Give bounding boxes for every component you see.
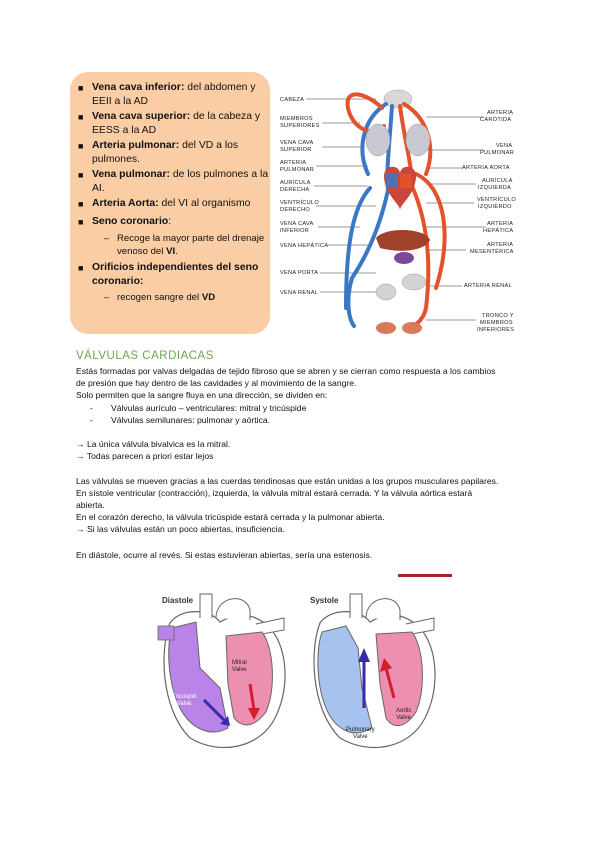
label-inferior: INFERIOR bbox=[280, 228, 310, 234]
label-derecha: DERECHA bbox=[280, 187, 310, 193]
summary-item: Arteria Aorta: del VI al organismo bbox=[92, 198, 251, 209]
label-auricula-izq: AURÍCULA bbox=[482, 178, 513, 184]
list-item: Válvulas semilunares: pulmonar y aórtica… bbox=[111, 415, 271, 425]
summary-subitem: Recoge la mayor parte del drenaje bbox=[117, 233, 265, 244]
summary-item: Seno coronario: bbox=[92, 216, 172, 227]
list-dash: - bbox=[90, 415, 93, 425]
paragraph-line: En sístole ventricular (contracción), iz… bbox=[76, 488, 473, 498]
label-vena-renal: VENA RENAL bbox=[280, 290, 319, 296]
bullet: ■ bbox=[78, 83, 84, 93]
bullet: ■ bbox=[78, 199, 84, 209]
label-hepatica: HEPÁTICA bbox=[483, 228, 514, 234]
summary-item-line: AI. bbox=[92, 183, 105, 194]
label-arteria-pulm: ARTERIA bbox=[280, 160, 307, 166]
summary-item: Arteria pulmonar: del VD a los bbox=[92, 140, 239, 151]
label-superior: SUPERIOR bbox=[280, 147, 312, 153]
paragraph-line: de presión que hay dentro de las cavidad… bbox=[76, 378, 357, 388]
bullet: ■ bbox=[78, 170, 84, 180]
arrow-note: → La única válvula bivalvica es la mitra… bbox=[76, 439, 231, 449]
bullet: ■ bbox=[78, 263, 84, 273]
label-tronco: TRONCO Y bbox=[482, 313, 514, 319]
systole-label: Systole bbox=[310, 596, 339, 605]
label-ventriculo-der: VENTRÍCULO bbox=[280, 200, 320, 206]
summary-item: Vena pulmonar: de los pulmones a la bbox=[92, 169, 269, 180]
paragraph-line: En diástole, ocurre al revés. Si estas e… bbox=[76, 550, 373, 560]
circulation-diagram bbox=[306, 89, 486, 334]
label-pulmonar: PULMONAR bbox=[280, 167, 315, 173]
label-pulmonar-r: PULMONAR bbox=[480, 150, 515, 156]
paragraph-line: → Si las válvulas están un poco abiertas… bbox=[76, 524, 285, 534]
list-item: Válvulas aurículo – ventriculares: mitra… bbox=[111, 403, 307, 413]
summary-item: Vena cava superior: de la cabeza y bbox=[92, 111, 261, 122]
summary-subitem: recogen sangre del VD bbox=[117, 292, 216, 303]
summary-item-line: EESS a la AD bbox=[92, 125, 157, 136]
summary-item-line: EEII a la AD bbox=[92, 96, 149, 107]
list-dash: - bbox=[90, 403, 93, 413]
label-ventriculo-izq: VENTRÍCULO bbox=[477, 197, 517, 203]
label-arteria-mes: ARTERIA bbox=[487, 242, 514, 248]
summary-item-line: coronario: bbox=[92, 276, 144, 287]
label-vena-cava-sup: VENA CAVA bbox=[280, 140, 314, 146]
label-vena-pulm: VENA bbox=[496, 143, 513, 149]
label-vena-cava-inf: VENA CAVA bbox=[280, 221, 314, 227]
paragraph-line: Las válvulas se mueven gracias a las cue… bbox=[76, 476, 499, 486]
heart-valves-figure bbox=[157, 593, 436, 749]
label-vena-porta: VENA PORTA bbox=[280, 270, 319, 276]
label-izquierda: IZQUIERDA bbox=[478, 185, 512, 191]
paragraph-line: Estás formadas por valvas delgadas de te… bbox=[76, 366, 496, 376]
label-auricula-der: AURÍCULA bbox=[280, 180, 311, 186]
label-vena-hepatica: VENA HEPÁTICA bbox=[280, 243, 329, 249]
label-superiores: SUPERIORES bbox=[280, 123, 320, 129]
label-miembros-inf: MIEMBROS bbox=[480, 320, 513, 326]
bullet: ■ bbox=[78, 141, 84, 151]
dash: – bbox=[104, 233, 110, 243]
section-heading: VÁLVULAS CARDIACAS bbox=[76, 350, 214, 362]
dash: – bbox=[104, 292, 110, 302]
paragraph-line: Solo permiten que la sangre fluya en una… bbox=[76, 390, 328, 400]
label-arteria-hep: ARTERIA bbox=[487, 221, 514, 227]
label-arteria-aorta: ARTERIA AORTA bbox=[462, 165, 510, 171]
label-inferiores: INFERIORES bbox=[477, 327, 515, 333]
label-arteria-car: ARTERIA bbox=[487, 110, 514, 116]
label-arteria-renal: ARTERIA RENAL bbox=[464, 283, 512, 289]
label-carotida: CARÓTIDA bbox=[480, 117, 512, 123]
bullet: ■ bbox=[78, 217, 84, 227]
label-derecho: DERECHO bbox=[280, 207, 311, 213]
diastole-label: Diastole bbox=[162, 596, 194, 605]
label-izquierdo: IZQUIERDO bbox=[478, 204, 512, 210]
label-miembros: MIEMBROS bbox=[280, 116, 313, 122]
bullet: ■ bbox=[78, 112, 84, 122]
label-cabeza: CABEZA bbox=[280, 97, 305, 103]
summary-item: Orificios independientes del seno bbox=[92, 262, 259, 273]
summary-box: ■ Vena cava inferior: del abdomen y EEII… bbox=[70, 72, 270, 334]
label-mesenterica: MESENTÉRICA bbox=[470, 249, 514, 255]
summary-subitem-line: venoso del VI. bbox=[117, 246, 178, 257]
systole-heart bbox=[313, 593, 436, 749]
diastole-heart bbox=[157, 593, 286, 749]
paragraph-line: En el corazón derecho, la válvula tricús… bbox=[76, 512, 385, 522]
arrow-note: → Todas parecen a priori estar lejos bbox=[76, 451, 214, 461]
divider-line bbox=[398, 574, 452, 577]
paragraph-line: abierta. bbox=[76, 500, 105, 510]
summary-item: Vena cava inferior: del abdomen y bbox=[92, 82, 256, 93]
summary-item-line: pulmones. bbox=[92, 154, 140, 165]
